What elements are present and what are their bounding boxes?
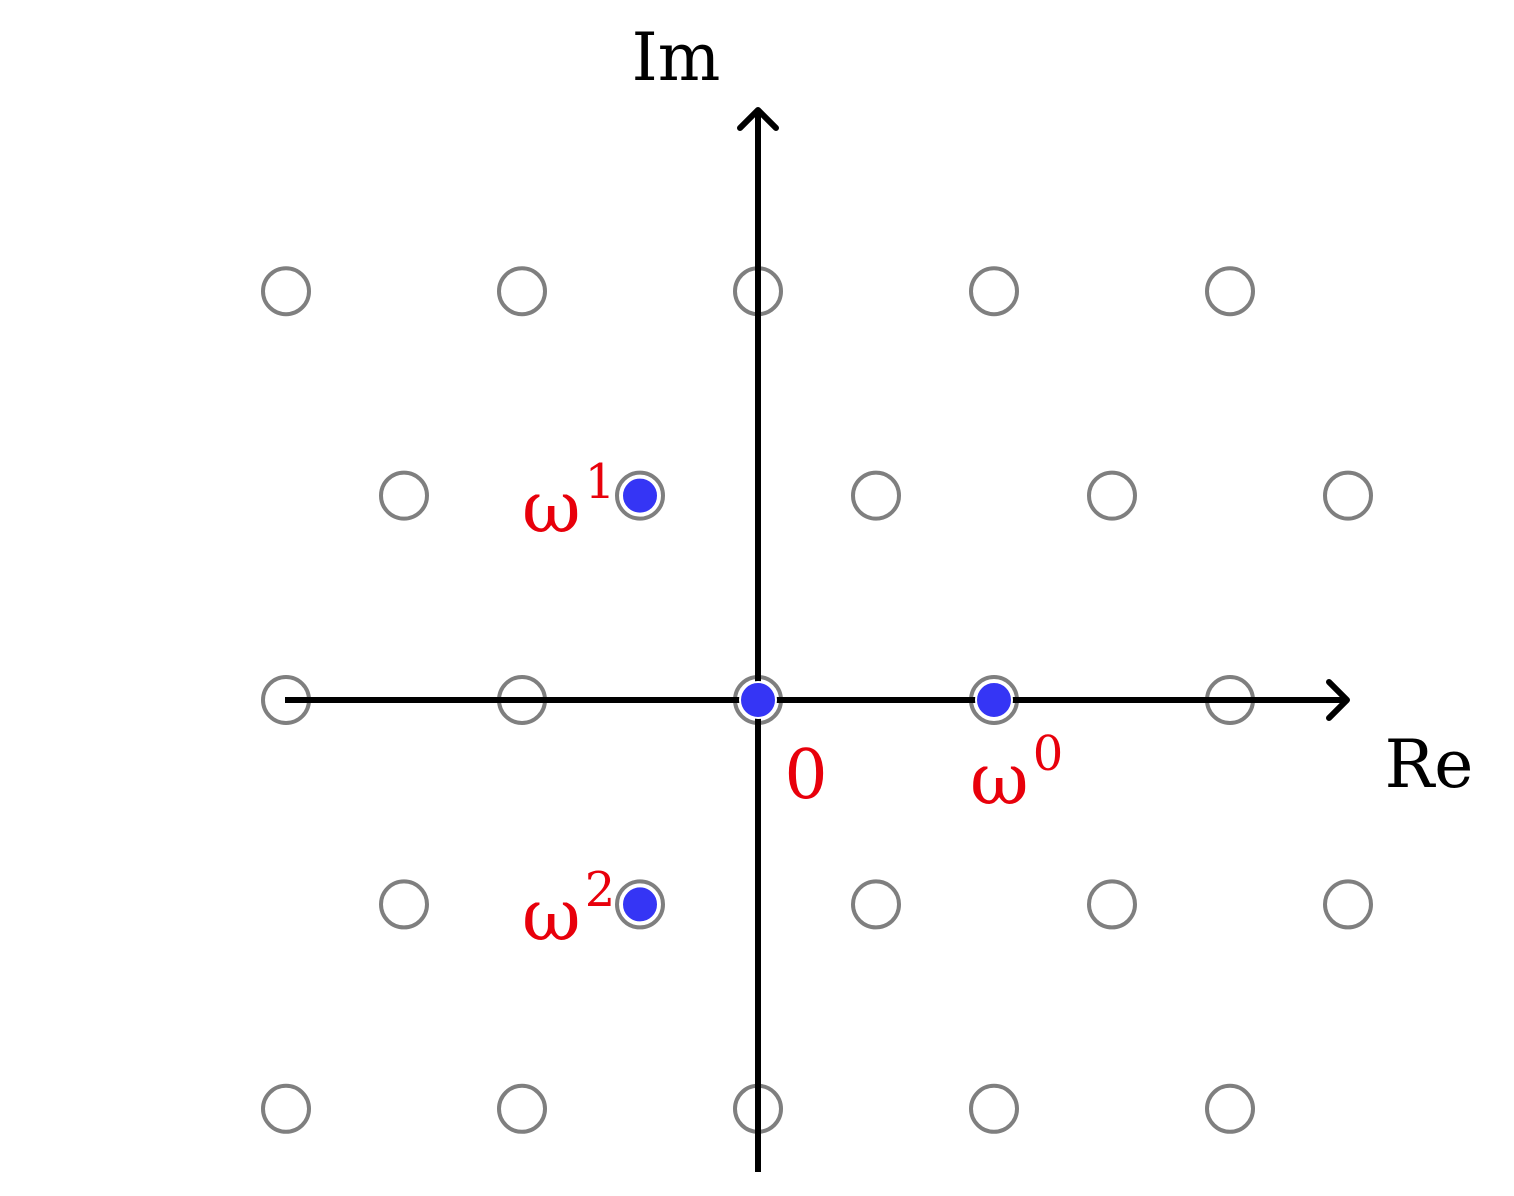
lattice-point (379, 470, 429, 521)
lattice-point (1087, 470, 1137, 521)
omega-2-label-base: ω (522, 873, 581, 957)
lattice-point (261, 266, 311, 317)
omega-1-label-exponent: 1 (585, 454, 616, 510)
omega-0-label-exponent: 0 (1033, 726, 1064, 782)
imag-axis-arrowhead (737, 107, 779, 131)
lattice-point (969, 266, 1019, 317)
real-axis-arrowhead (1326, 679, 1350, 721)
lattice-point (497, 1083, 547, 1134)
lattice-point (1323, 879, 1373, 930)
lattice-point (1323, 470, 1373, 521)
highlight-layer (621, 476, 1013, 924)
lattice-point (497, 266, 547, 317)
lattice-point (851, 879, 901, 930)
imag-axis-label: Im (632, 19, 721, 96)
omega-2-point (621, 885, 659, 924)
origin-label: 0 (784, 736, 827, 815)
lattice-point (1087, 879, 1137, 930)
lattice-point (1205, 1083, 1255, 1134)
lattice-point (379, 879, 429, 930)
lattice-point (1205, 266, 1255, 317)
omega-0-label-base: ω (970, 737, 1029, 821)
axes-layer (285, 107, 1350, 1172)
text-layer: Im Re 0 ω0 ω1 ω2 (522, 19, 1473, 957)
omega-1-label: ω1 (522, 454, 615, 549)
omega-2-label-exponent: 2 (585, 862, 616, 918)
omega-0-label: ω0 (970, 726, 1063, 821)
lattice-point (615, 470, 665, 521)
omega-1-point (621, 476, 659, 515)
lattice-point (969, 1083, 1019, 1134)
real-axis-label: Re (1385, 726, 1474, 803)
omega-2-label: ω2 (522, 862, 615, 957)
lattice-point (615, 879, 665, 930)
lattice-point (851, 470, 901, 521)
lattice-point (261, 1083, 311, 1134)
origin-point (739, 681, 777, 719)
omega-1-label-base: ω (522, 465, 581, 549)
omega-0-point (975, 681, 1013, 719)
